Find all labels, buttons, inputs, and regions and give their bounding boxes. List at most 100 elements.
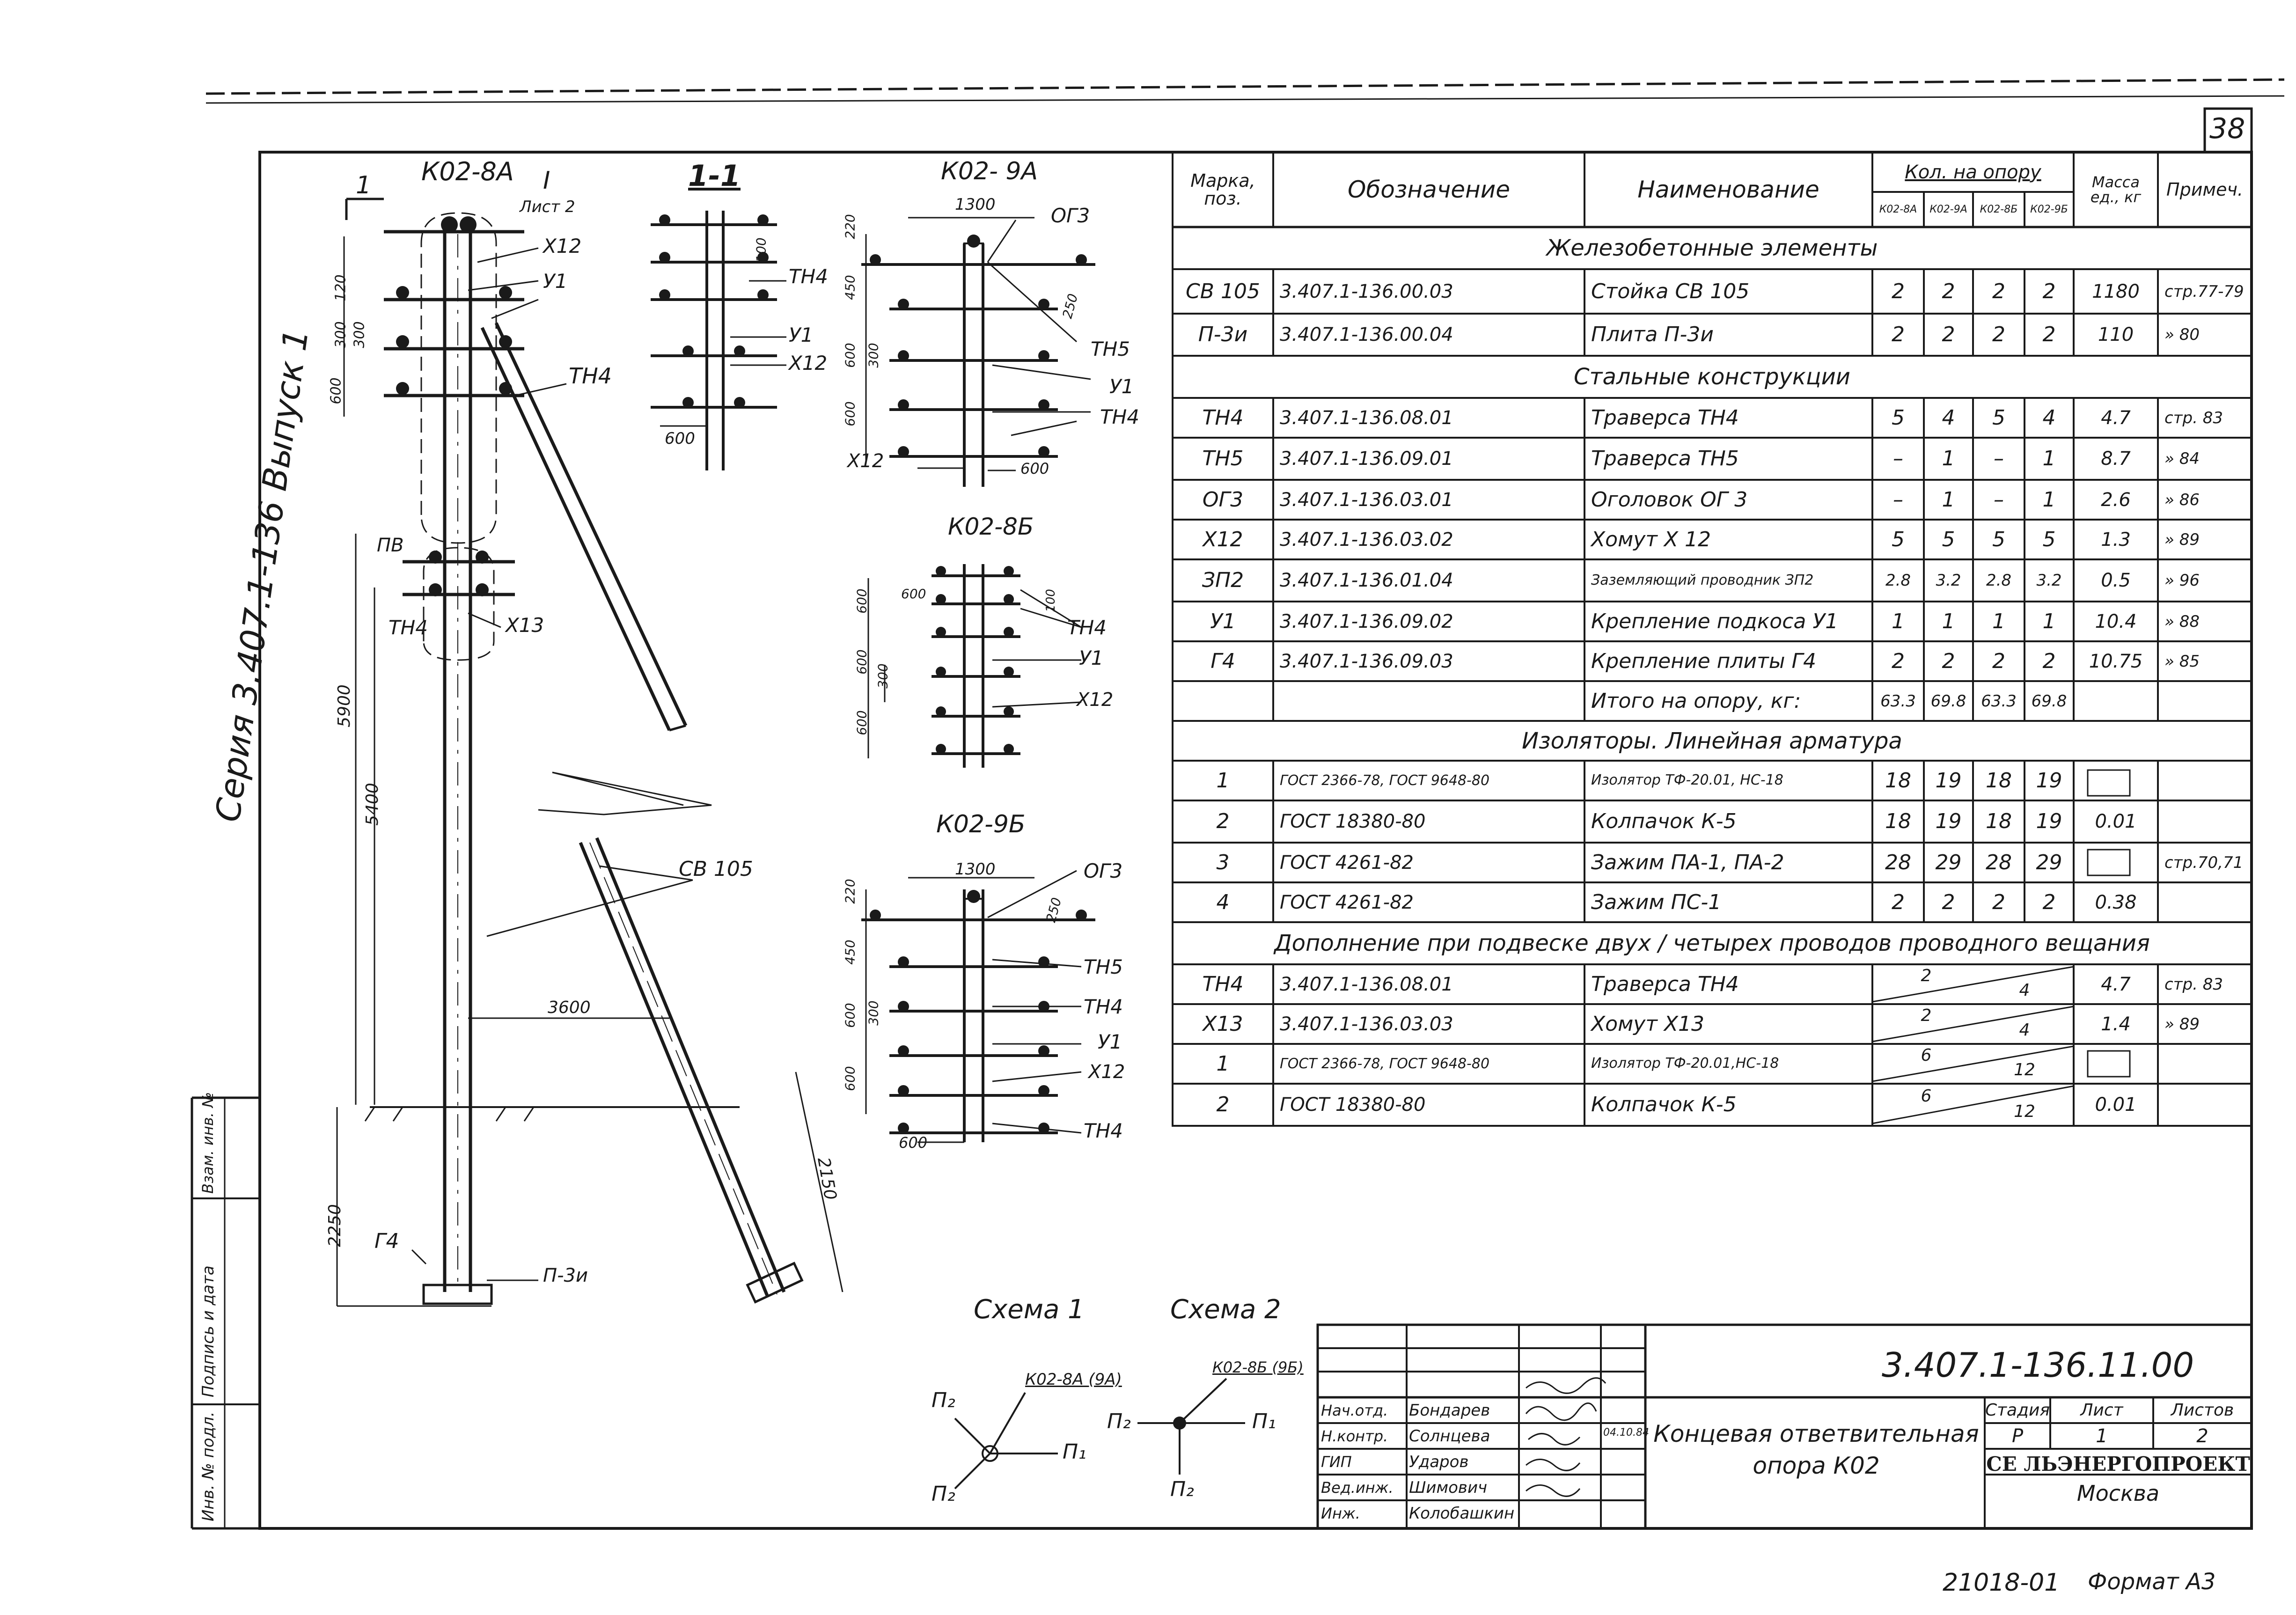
view-9b-dim-600a: 600 xyxy=(842,1003,858,1028)
section-label-tn4: ТН4 xyxy=(789,265,828,288)
header-name: Наименование xyxy=(1637,176,1819,203)
spec-cell-name: Крепление подкоса У1 xyxy=(1591,609,1839,633)
view-9a-tn4: ТН4 xyxy=(1100,405,1139,428)
view-9b-dim-600c: 600 xyxy=(899,1134,928,1152)
tb-sheet-header: Лист xyxy=(2080,1400,2123,1420)
tb-stage: Р xyxy=(2011,1425,2024,1447)
spec-cell-qty: 18 xyxy=(1885,809,1911,833)
spec-cell-name: Изолятор ТФ-20.01,НС-18 xyxy=(1591,1055,1779,1072)
header-qty-9a: К02-9А xyxy=(1929,203,1967,215)
header-qty-8b: К02-8Б xyxy=(1980,203,2018,215)
dim-120: 120 xyxy=(332,274,349,301)
view-9b-dim-1300: 1300 xyxy=(955,860,996,879)
spec-cell-designation: 3.407.1-136.08.01 xyxy=(1280,973,1453,995)
spec-cell-mark: Х13 xyxy=(1203,1012,1243,1036)
spec-cell-mass xyxy=(2074,843,2158,882)
spec-cell-mass: 0.01 xyxy=(2095,1094,2137,1116)
label-x12: Х12 xyxy=(543,235,582,257)
view-9a-tn5: ТН5 xyxy=(1091,338,1130,360)
tb-sheets-header: Листов xyxy=(2171,1400,2234,1420)
spec-cell-mass: 4.7 xyxy=(2101,973,2131,995)
spec-cell-name: Колпачок К-5 xyxy=(1591,809,1737,833)
spec-cell-name: Зажим ПА-1, ПА-2 xyxy=(1591,850,1784,874)
spec-cell-qty: 63.3 xyxy=(1981,691,2017,711)
header-note: Примеч. xyxy=(2166,179,2243,200)
spec-cell-designation: ГОСТ 18380-80 xyxy=(1280,1094,1426,1116)
spec-cell-qty: 1 xyxy=(2042,609,2056,633)
scheme1-ref: К02-8А (9А) xyxy=(1025,1370,1122,1389)
scheme2-p1: П₁ xyxy=(1252,1409,1276,1433)
dim-600: 600 xyxy=(328,377,345,404)
spec-cell-designation xyxy=(1273,681,1591,721)
view-9a-dim-600: 600 xyxy=(842,343,858,368)
label-tn4: ТН4 xyxy=(569,363,612,389)
spec-cell-qty: 5 xyxy=(1942,527,1955,551)
spec-cell-mass: 1.4 xyxy=(2101,1013,2131,1035)
label-u1: У1 xyxy=(543,270,568,293)
spec-cell-name: Изолятор ТФ-20.01, НС-18 xyxy=(1591,772,1783,789)
view-9b-dim-220: 220 xyxy=(842,879,858,904)
header-qty-8a: К02-8А xyxy=(1879,203,1917,215)
spec-cell-qty: 5 xyxy=(1892,527,1905,551)
spec-cell-qty: 2 xyxy=(1892,649,1905,673)
spec-cell-frac-bottom: 12 xyxy=(2014,1060,2035,1079)
view-9a-dim-220: 220 xyxy=(842,214,858,239)
spec-cell-mass: 0.38 xyxy=(2095,891,2137,913)
spec-cell-mark: ТН4 xyxy=(1202,405,1244,430)
spec-cell-note: стр.77-79 xyxy=(2164,282,2244,301)
spec-cell-frac-top: 6 xyxy=(1921,1046,1932,1065)
dim-300a: 300 xyxy=(332,321,349,348)
spec-cell-designation: 3.407.1-136.08.01 xyxy=(1280,407,1453,429)
spec-cell-qty: 18 xyxy=(1986,809,2012,833)
spec-cell-mass xyxy=(2074,1044,2158,1084)
spec-cell-qty: 2 xyxy=(2042,890,2056,914)
spec-cell-mass: 10.75 xyxy=(2089,650,2143,672)
spec-cell-qty: – xyxy=(1994,487,2004,512)
spec-cell-qty: 2.8 xyxy=(1986,571,2012,590)
view-mark: 1 xyxy=(356,171,372,199)
view-9b-tn5: ТН5 xyxy=(1084,955,1123,978)
spec-cell-designation: 3.407.1-136.00.03 xyxy=(1280,280,1453,302)
spec-cell-qty: 2 xyxy=(1942,279,1955,303)
strip-replace-no: Взам. инв. № xyxy=(199,1092,217,1194)
header-designation: Обозначение xyxy=(1348,176,1510,203)
header-qty: Кол. на опору xyxy=(1905,161,2041,183)
spec-cell-mass: 0.5 xyxy=(2101,570,2131,591)
section-title: Дополнение при подвеске двух / четырех п… xyxy=(1274,930,2150,956)
spec-cell-qty: 1 xyxy=(1942,487,1955,512)
spec-cell-mark xyxy=(1173,681,1273,721)
spec-cell-designation: ГОСТ 2366-78, ГОСТ 9648-80 xyxy=(1280,1055,1490,1072)
label-p3i: П-3и xyxy=(543,1265,588,1286)
spec-cell-note: стр.70,71 xyxy=(2164,853,2244,872)
header-qty-9b: К02-9Б xyxy=(2030,203,2068,215)
spec-cell-frac-bottom: 12 xyxy=(2014,1101,2035,1121)
view-8b-dim-600d: 600 xyxy=(854,710,870,735)
spec-cell-mark: СВ 105 xyxy=(1186,279,1260,303)
spec-cell-name: Колпачок К-5 xyxy=(1591,1093,1737,1116)
spec-cell-frac-top: 6 xyxy=(1921,1086,1932,1106)
spec-cell-mass xyxy=(2074,761,2158,800)
spec-cell-qty: 4 xyxy=(2042,405,2056,430)
view-9b-u1: У1 xyxy=(1098,1030,1122,1053)
tb-sheet: 1 xyxy=(2096,1425,2108,1447)
tb-person-role: Вед.инж. xyxy=(1321,1478,1394,1497)
section-label-x12: Х12 xyxy=(789,352,828,374)
spec-cell-mark: У1 xyxy=(1210,609,1236,633)
spec-cell-qty: 2 xyxy=(1942,890,1955,914)
main-view-title: К02-8А xyxy=(421,157,514,186)
dim-5900: 5900 xyxy=(334,684,354,727)
view-8b-dim-600b: 600 xyxy=(901,586,926,602)
spec-cell-mark: П-3и xyxy=(1198,323,1248,346)
dim-5400: 5400 xyxy=(362,783,382,826)
spec-cell-designation: 3.407.1-136.09.01 xyxy=(1280,448,1453,470)
spec-cell-note: » 88 xyxy=(2164,612,2200,631)
spec-cell-qty: 2 xyxy=(2042,649,2056,673)
tb-title: Концевая ответвительная опора К02 xyxy=(1653,1420,1979,1479)
view-9b-og3: ОГ3 xyxy=(1084,859,1123,882)
section-title: Железобетонные элементы xyxy=(1546,235,1878,261)
spec-cell-note xyxy=(2158,1044,2258,1084)
spec-cell-mark: Г4 xyxy=(1210,649,1235,673)
spec-cell-qty: 28 xyxy=(1986,850,2012,874)
spec-cell-qty: 19 xyxy=(1935,809,1962,833)
spec-cell-designation: ГОСТ 2366-78, ГОСТ 9648-80 xyxy=(1280,772,1490,789)
